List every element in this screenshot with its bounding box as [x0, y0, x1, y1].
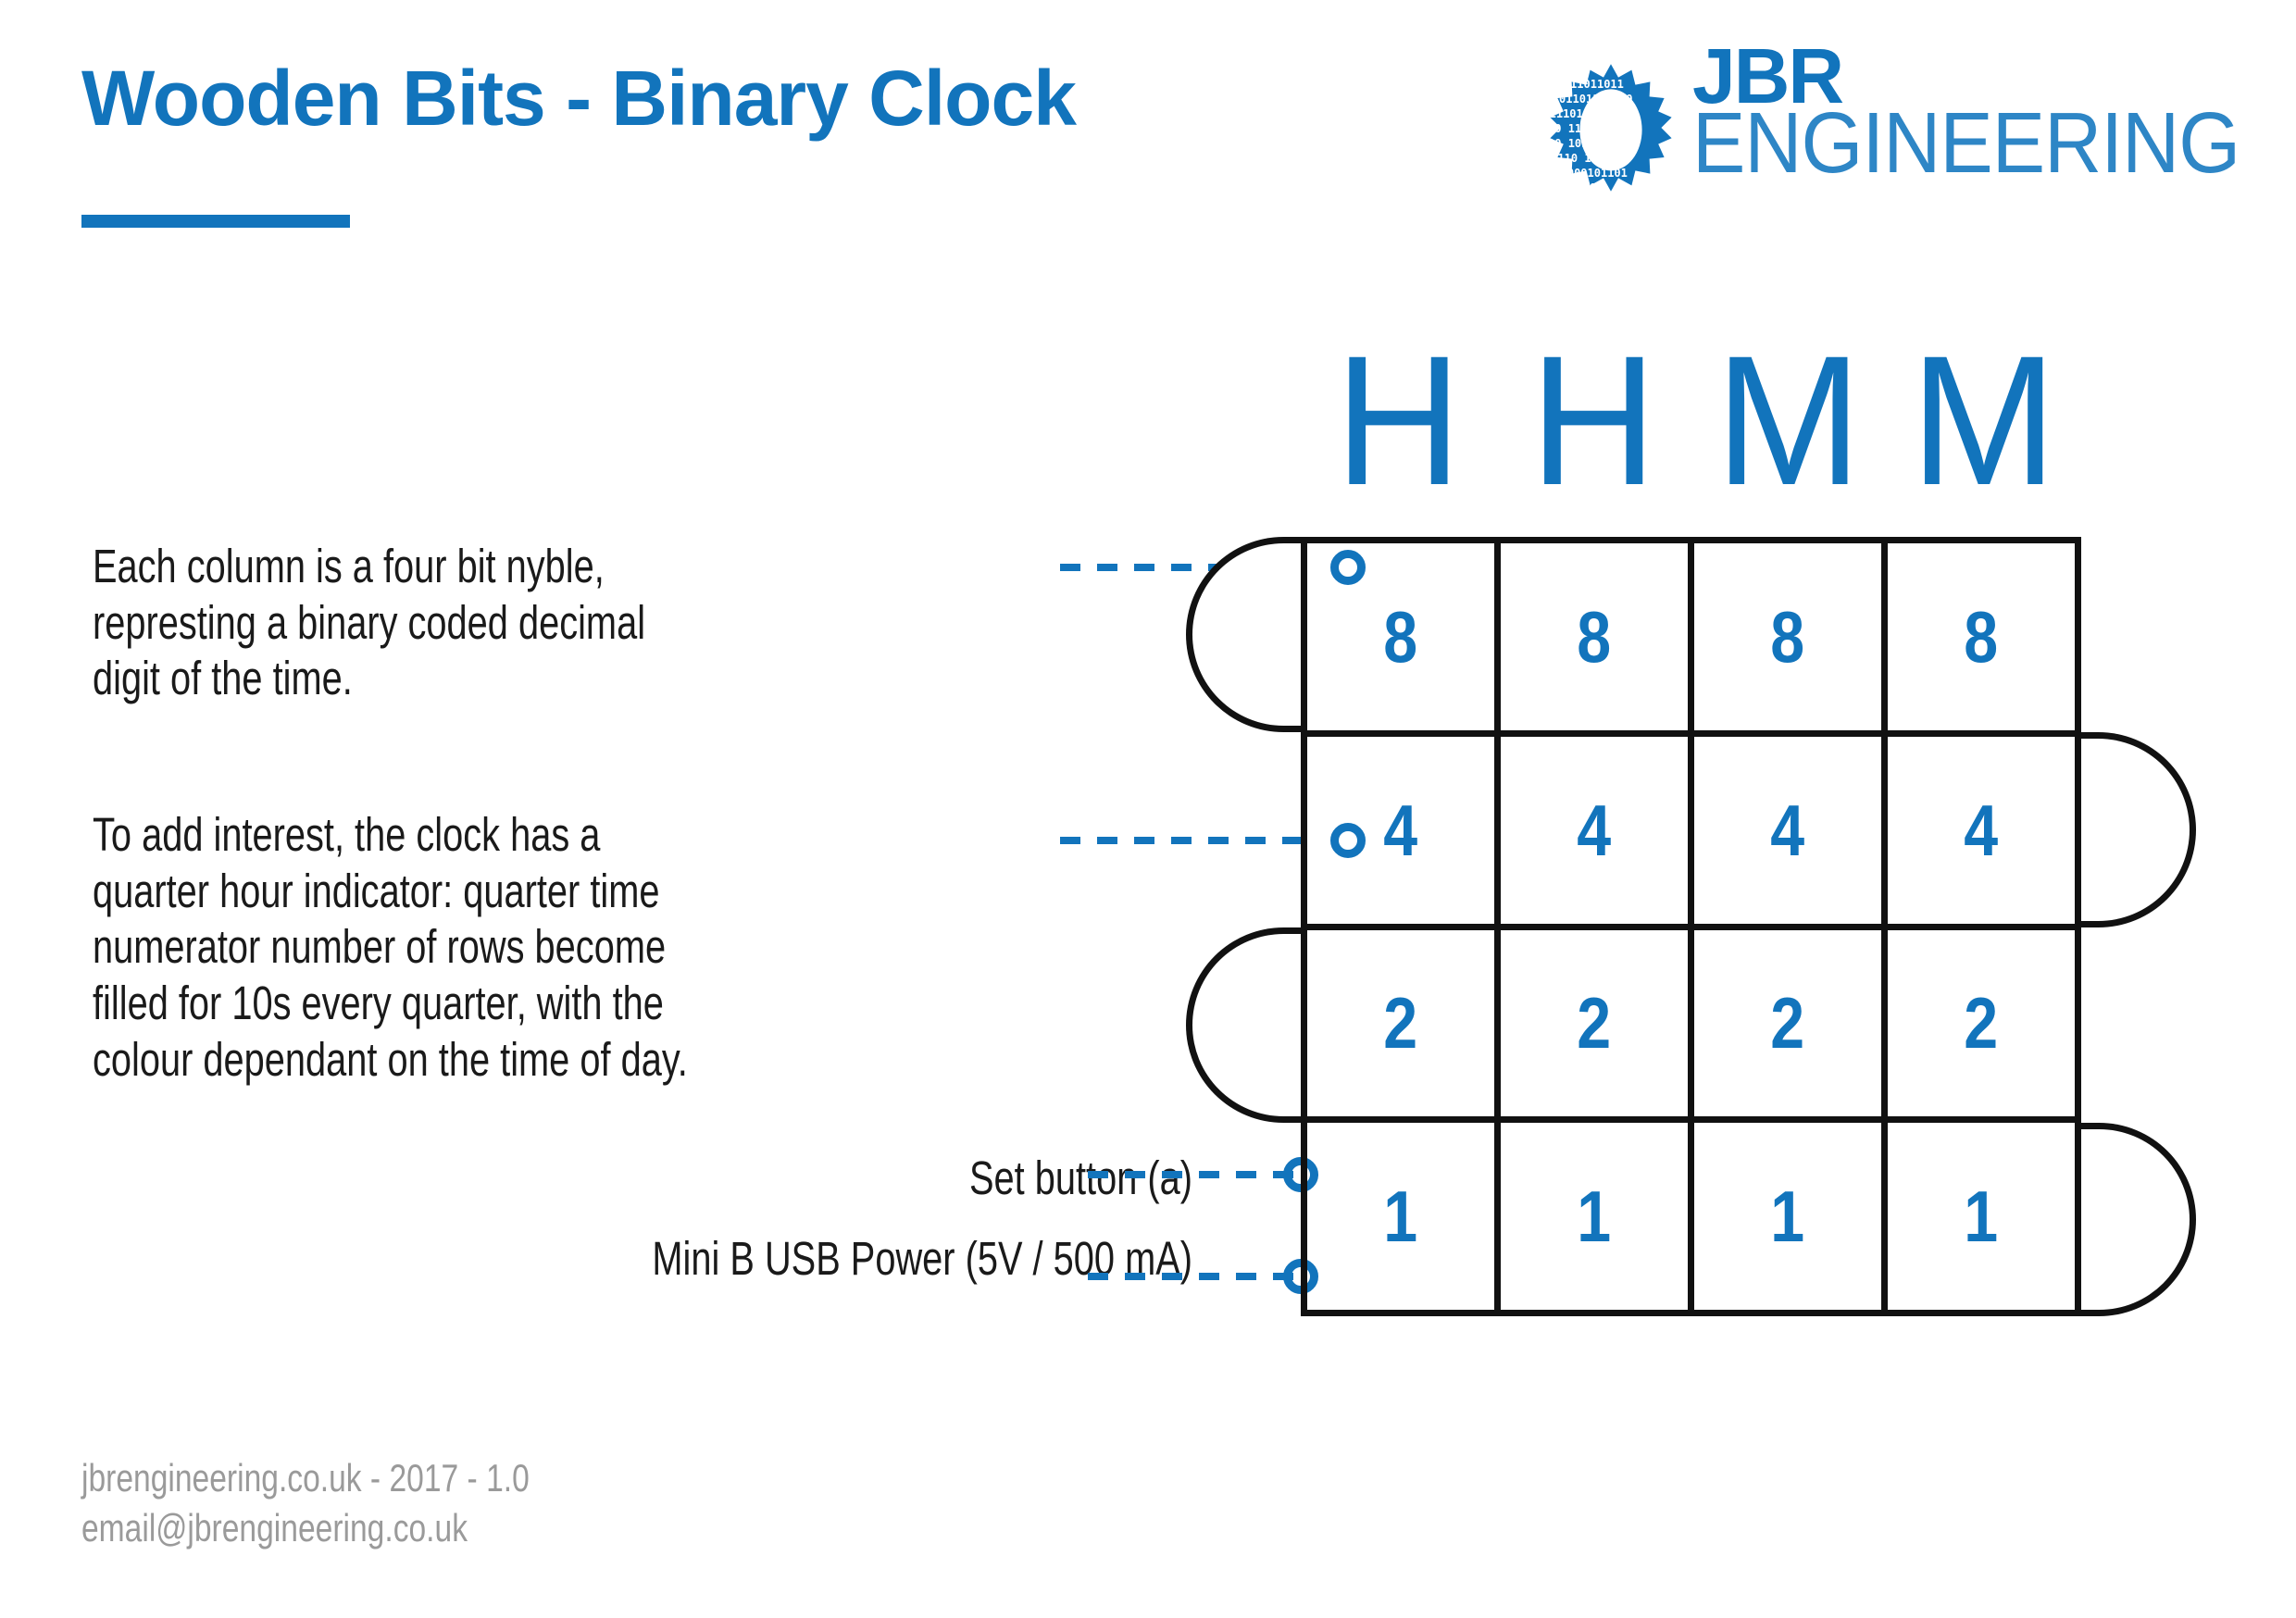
svg-text:110 1100: 110 1100 — [1541, 122, 1595, 135]
svg-text:010 1011: 010 1011 — [1541, 137, 1595, 150]
column-headers: H H M M — [1301, 329, 2081, 518]
bit-value: 1 — [1383, 1176, 1418, 1258]
bit-value: 1 — [1770, 1176, 1805, 1258]
column-header-hour-units: H — [1529, 317, 1657, 525]
callout-quarter-hour-explanation: To add interest, the clock has a quarter… — [93, 807, 862, 1088]
bit-value: 4 — [1383, 789, 1418, 871]
callout-line: quarter hour indicator: quarter time — [93, 864, 660, 917]
cell-hour-units-4[interactable]: 4 — [1501, 736, 1694, 924]
cell-hour-units-2[interactable]: 2 — [1501, 929, 1694, 1117]
bit-value: 4 — [1577, 789, 1612, 871]
row-tab-right-4 — [2076, 732, 2196, 927]
bit-value: 8 — [1770, 595, 1805, 678]
cell-hour-units-8[interactable]: 8 — [1501, 543, 1694, 730]
leader-line-nyble — [1060, 564, 1319, 571]
grid-frame: 8 8 8 8 4 4 4 4 2 2 2 2 1 1 1 1 — [1301, 537, 2081, 1316]
title-underline-rule — [81, 215, 350, 228]
callout-nyble-explanation: Each column is a four bit nyble, represt… — [93, 539, 862, 707]
bit-value: 4 — [1964, 789, 1999, 871]
binary-clock-grid: 8 8 8 8 4 4 4 4 2 2 2 2 1 1 1 1 — [1186, 537, 2196, 1316]
cell-minute-units-8[interactable]: 8 — [1888, 543, 2075, 730]
logo-wordmark: JBR ENGINEERING — [1692, 32, 2240, 186]
leader-line-set-button — [1088, 1171, 1296, 1178]
grid-row-weight-2: 2 2 2 2 — [1307, 929, 2075, 1124]
cell-minute-units-2[interactable]: 2 — [1888, 930, 2075, 1117]
page-title: Wooden Bits - Binary Clock — [81, 55, 1077, 142]
grid-row-weight-8: 8 8 8 8 — [1307, 543, 2075, 737]
logo-brand-engineering: ENGINEERING — [1692, 94, 2240, 192]
callout-line: Each column is a four bit nyble, — [93, 540, 605, 592]
cell-minute-units-4[interactable]: 4 — [1888, 737, 2075, 924]
column-header-minute-tens: M — [1715, 317, 1863, 525]
leader-line-usb-power — [1088, 1273, 1296, 1280]
footer-site-and-version: jbrengineering.co.uk - 2017 - 1.0 — [81, 1456, 530, 1500]
bit-value: 8 — [1577, 595, 1612, 678]
row-tab-right-1 — [2076, 1123, 2196, 1316]
bit-value: 2 — [1964, 982, 1999, 1064]
bit-value: 1 — [1577, 1176, 1612, 1258]
callout-line: filled for 10s every quarter, with the — [93, 977, 664, 1030]
column-header-minute-units: M — [1910, 317, 2057, 525]
bit-value: 4 — [1770, 789, 1805, 871]
leader-dot-quarter-hour — [1330, 823, 1366, 858]
cell-hour-tens-1[interactable]: 1 — [1307, 1123, 1501, 1310]
cell-minute-tens-8[interactable]: 8 — [1694, 543, 1888, 730]
callout-line: colour dependant on the time of day. — [93, 1032, 688, 1086]
callout-line: To add interest, the clock has a — [93, 808, 601, 861]
svg-text:0101101110110: 0101101110110 — [1546, 93, 1633, 106]
grid-row-weight-4: 4 4 4 4 — [1307, 736, 2075, 930]
jbr-engineering-logo: 01011011011 0101101110110 011101 10110 1… — [1537, 37, 2277, 211]
bit-value: 2 — [1383, 982, 1418, 1064]
cell-minute-tens-2[interactable]: 2 — [1694, 929, 1888, 1117]
logo-brand-jbr: JBR — [1692, 32, 1844, 119]
svg-text:011101 10110: 011101 10110 — [1542, 107, 1623, 120]
bit-value: 8 — [1964, 595, 1999, 678]
cell-minute-tens-1[interactable]: 1 — [1694, 1123, 1888, 1310]
bit-value: 2 — [1770, 982, 1805, 1064]
callout-line: digit of the time. — [93, 652, 353, 705]
row-tab-left-2 — [1186, 927, 1306, 1123]
bit-value: 8 — [1383, 595, 1418, 678]
bit-value: 1 — [1964, 1176, 1999, 1258]
footer: jbrengineering.co.uk - 2017 - 1.0 email@… — [81, 1453, 530, 1553]
grid-row-weight-1: 1 1 1 1 — [1307, 1123, 2075, 1310]
svg-text:01 010: 01 010 — [1556, 181, 1596, 194]
callout-line: numerator number of rows become — [93, 920, 667, 974]
leader-line-quarter-hour — [1060, 837, 1319, 844]
svg-text:01011011011: 01011011011 — [1550, 78, 1623, 91]
leader-dot-nyble — [1330, 550, 1366, 585]
callout-line: represting a binary coded decimal — [93, 595, 646, 649]
bit-value: 2 — [1577, 982, 1612, 1064]
svg-text:000000101101: 000000101101 — [1547, 167, 1628, 180]
column-header-hour-tens: H — [1334, 317, 1462, 525]
cell-hour-units-1[interactable]: 1 — [1501, 1123, 1694, 1310]
cell-hour-tens-2[interactable]: 2 — [1307, 929, 1501, 1117]
cell-hour-tens-4[interactable]: 4 — [1307, 736, 1501, 924]
cell-minute-tens-4[interactable]: 4 — [1694, 736, 1888, 924]
footer-email: email@jbrengineering.co.uk — [81, 1505, 468, 1550]
cell-hour-tens-8[interactable]: 8 — [1307, 543, 1501, 730]
cell-minute-units-1[interactable]: 1 — [1888, 1123, 2075, 1310]
gear-binary-icon: 01011011011 0101101110110 011101 10110 1… — [1537, 61, 1685, 209]
svg-text:10110 10010: 10110 10010 — [1544, 152, 1617, 165]
